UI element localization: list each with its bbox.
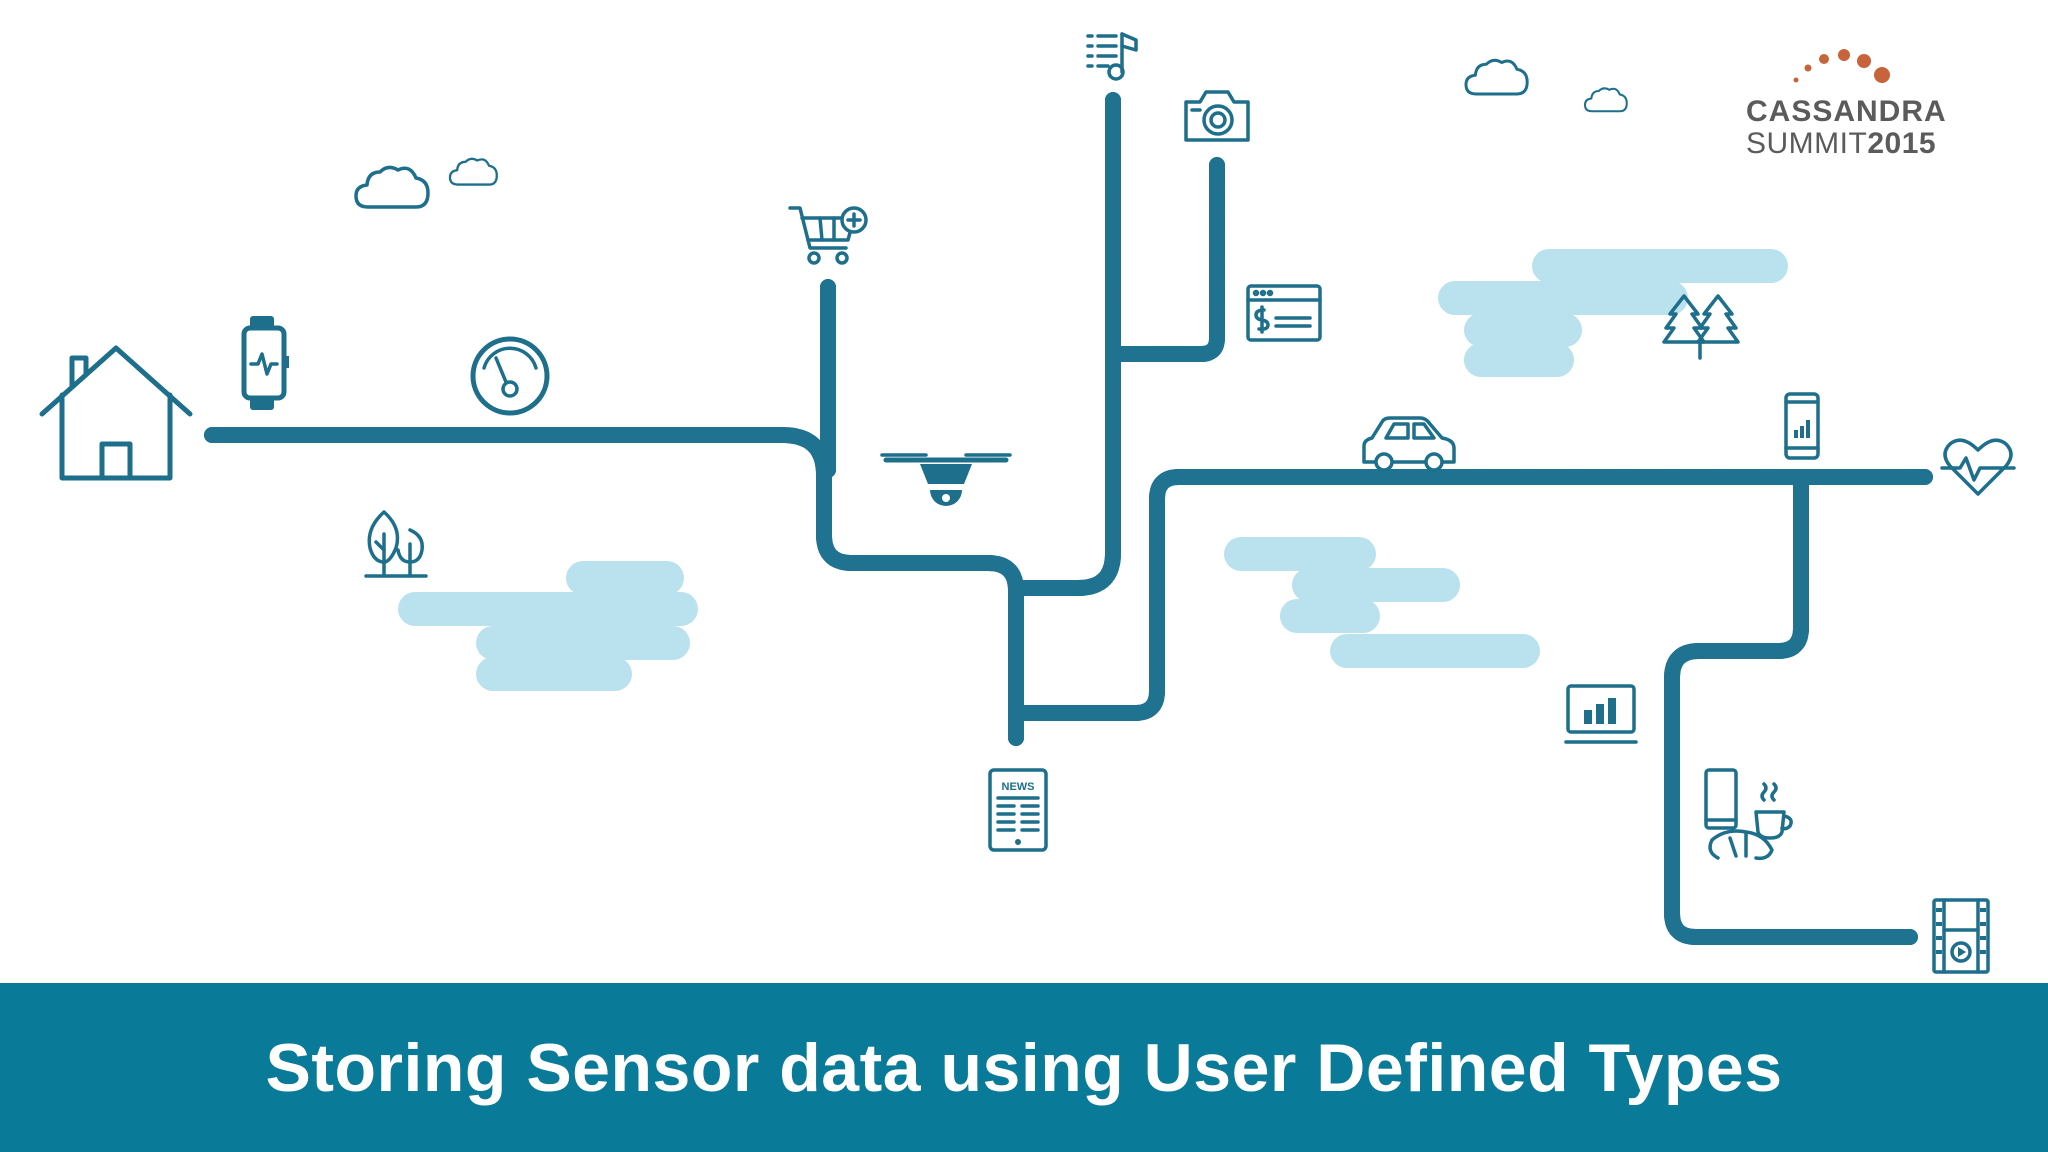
smartwatch-icon	[241, 316, 289, 410]
cloud-band-left	[398, 561, 698, 691]
cloud-icon	[448, 157, 498, 186]
payment-window-icon	[1246, 284, 1322, 342]
logo-line-2: SUMMIT2015	[1746, 129, 1936, 159]
music-playlist-icon	[1086, 32, 1138, 81]
cloud-icon	[1583, 87, 1628, 113]
trees-icon	[364, 510, 428, 578]
cloud-band-right	[1438, 249, 1788, 377]
cloud-icon	[1464, 58, 1529, 96]
cloud-icon	[354, 165, 430, 209]
logo-summit-text: SUMMIT	[1746, 127, 1868, 160]
mobile-chart-icon	[1784, 392, 1820, 460]
speedometer-icon	[470, 336, 550, 416]
mobile-coffee-order-icon	[1704, 768, 1793, 861]
logo-dots	[1793, 49, 1890, 83]
road-music-branch	[1016, 92, 1121, 596]
slide-title: Storing Sensor data using User Defined T…	[265, 1029, 1783, 1106]
cloud-band-middle	[1224, 537, 1540, 668]
road-network	[204, 92, 1933, 945]
logo-line-1: CASSANDRA	[1746, 95, 1947, 128]
heart-rate-icon	[1940, 438, 2016, 496]
cassandra-summit-logo: CASSANDRA SUMMIT2015	[1738, 45, 1958, 165]
camera-icon	[1184, 90, 1250, 142]
car-icon	[1362, 416, 1456, 472]
video-film-icon	[1932, 898, 1990, 974]
title-banner: Storing Sensor data using User Defined T…	[0, 983, 2048, 1152]
news-tablet-icon: NEWS	[988, 768, 1048, 852]
house-icon	[39, 345, 193, 481]
shopping-cart-icon	[788, 206, 868, 265]
road-south-branch	[1664, 473, 1918, 945]
news-label: NEWS	[1002, 781, 1035, 793]
sensor-roadmap-diagram: .road { fill: none; stroke: #1f7391; str…	[39, 32, 2016, 974]
road-camera-branch	[1113, 157, 1225, 362]
laptop-analytics-icon	[1564, 684, 1638, 744]
drone-icon	[880, 453, 1012, 506]
logo-year-text: 2015	[1867, 127, 1937, 160]
pine-trees-icon	[1662, 294, 1740, 360]
